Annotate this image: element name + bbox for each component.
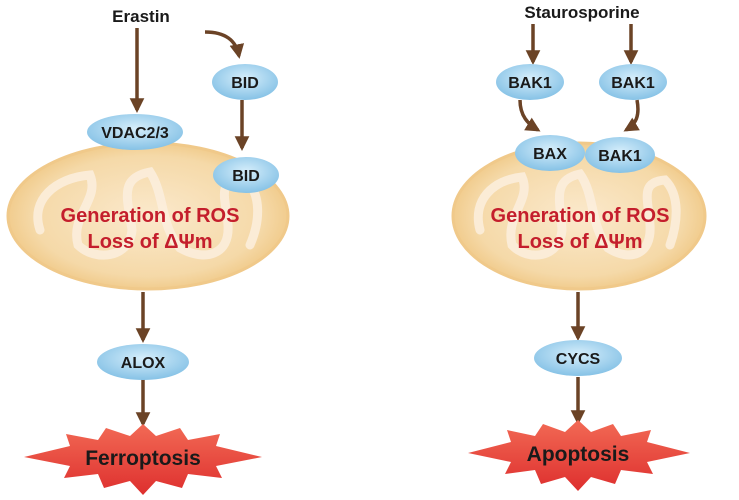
outcome-burst-ferroptosis: Ferroptosis <box>24 424 262 495</box>
node-bid-top: BID <box>212 64 278 100</box>
node-bax: BAX <box>515 135 585 171</box>
node-vdac: VDAC2/3 <box>87 114 183 150</box>
bid-top-label: BID <box>231 75 259 92</box>
bid-mito-label: BID <box>232 168 260 185</box>
mito-right-line1: Generation of ROS <box>491 205 670 227</box>
ferroptosis-label: Ferroptosis <box>85 447 201 470</box>
node-bak1-right: BAK1 <box>599 64 667 100</box>
node-bak1-left: BAK1 <box>496 64 564 100</box>
vdac-label: VDAC2/3 <box>101 125 169 142</box>
bak1-left-label: BAK1 <box>508 75 552 92</box>
alox-label: ALOX <box>121 355 166 372</box>
bak1-mito-label: BAK1 <box>598 148 642 165</box>
outcome-burst-apoptosis: Apoptosis <box>468 420 690 491</box>
mito-left-line1: Generation of ROS <box>61 205 240 227</box>
node-bak1-mito: BAK1 <box>585 137 655 173</box>
bax-label: BAX <box>533 146 567 163</box>
arrow-bak1-bax <box>518 99 541 132</box>
arrow-erastin-bid <box>204 30 245 59</box>
cycs-label: CYCS <box>556 351 601 368</box>
node-cycs: CYCS <box>534 340 622 376</box>
inducer-staurosporine: Staurosporine <box>524 3 639 22</box>
node-alox: ALOX <box>97 344 189 380</box>
mito-right-line2: Loss of ΔΨm <box>517 231 642 253</box>
apoptosis-pathway: Generation of ROS Loss of ΔΨm Staurospor… <box>451 3 707 491</box>
ferroptosis-pathway: Generation of ROS Loss of ΔΨm Erastin VD… <box>6 7 290 495</box>
node-bid-mito: BID <box>213 157 279 193</box>
mito-left-line2: Loss of ΔΨm <box>87 231 212 253</box>
bak1-right-label: BAK1 <box>611 75 655 92</box>
apoptosis-label: Apoptosis <box>527 443 630 466</box>
arrow-bak1-bak1 <box>623 99 640 132</box>
mitochondrion-right: Generation of ROS Loss of ΔΨm <box>451 141 707 291</box>
inducer-erastin: Erastin <box>112 7 170 26</box>
